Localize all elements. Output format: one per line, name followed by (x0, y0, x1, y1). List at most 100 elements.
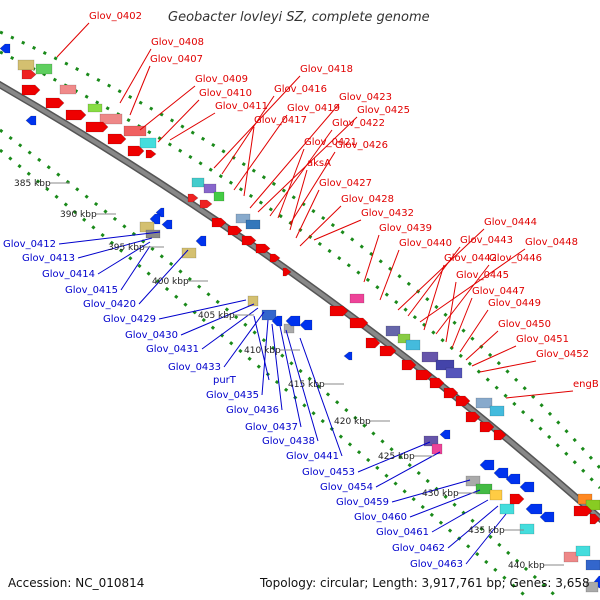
gene-label-forward[interactable]: Glov_0446 (489, 253, 542, 264)
gene-label-forward[interactable]: Glov_0451 (516, 334, 569, 345)
gene-label-forward[interactable]: Glov_0407 (150, 54, 203, 65)
gene-block-36 (181, 247, 197, 259)
gene-label-reverse[interactable]: Glov_0420 (83, 299, 136, 310)
gene-block-19 (213, 191, 225, 202)
gene-label-forward[interactable]: Glov_0421 (304, 137, 357, 148)
gene-arrow-50 (429, 377, 445, 389)
leader-forward-16 (295, 189, 320, 239)
gene-label-forward[interactable]: Glov_0410 (199, 88, 252, 99)
gene-label-reverse[interactable]: Glov_0438 (262, 436, 315, 447)
leader-forward-10 (249, 103, 340, 209)
gene-label-reverse[interactable]: Glov_0430 (125, 330, 178, 341)
leader-forward-14 (289, 151, 336, 225)
gene-label-forward[interactable]: Glov_0440 (399, 238, 452, 249)
gene-arrow-63 (479, 421, 495, 433)
gene-label-forward[interactable]: aksA (307, 158, 331, 169)
gene-arrow-67 (439, 429, 451, 440)
gene-label-reverse[interactable]: purT (213, 375, 237, 386)
leader-forward-31 (479, 360, 537, 373)
gene-label-forward[interactable]: Glov_0439 (379, 223, 432, 234)
gene-label-reverse[interactable]: Glov_0435 (206, 390, 259, 401)
gene-label-reverse[interactable]: Glov_0415 (65, 285, 118, 296)
gene-arrow-35 (195, 235, 207, 247)
gene-label-reverse[interactable]: Glov_0414 (42, 269, 95, 280)
gene-arrow-39 (349, 317, 369, 329)
gene-label-reverse[interactable]: Glov_0454 (320, 482, 373, 493)
leader-forward-28 (459, 309, 489, 353)
leader-forward-8 (233, 114, 288, 191)
leader-reverse-20 (447, 505, 499, 549)
gene-arrow-0 (0, 43, 11, 54)
gene-block-61 (489, 405, 505, 417)
gene-label-forward[interactable]: Glov_0427 (319, 178, 372, 189)
gene-label-forward[interactable]: Glov_0449 (488, 298, 541, 309)
gene-labels[interactable]: Glov_0402Glov_0408Glov_0407Glov_0409Glov… (3, 11, 599, 570)
gene-label-forward[interactable]: Glov_0432 (361, 208, 414, 219)
gene-arrow-49 (415, 369, 433, 381)
gene-label-reverse[interactable]: Glov_0441 (286, 451, 339, 462)
gene-label-reverse[interactable]: Glov_0453 (302, 467, 355, 478)
gene-label-forward[interactable]: Glov_0428 (341, 194, 394, 205)
leader-forward-29 (465, 330, 499, 361)
gene-label-reverse[interactable]: Glov_0463 (410, 559, 463, 570)
gene-label-forward[interactable]: Glov_0423 (339, 92, 392, 103)
gene-arrow-12 (85, 121, 109, 133)
gene-label-reverse[interactable]: Glov_0412 (3, 239, 56, 250)
leader-reverse-17 (391, 479, 471, 503)
gene-label-forward[interactable]: Glov_0447 (472, 286, 525, 297)
gene-label-forward[interactable]: Glov_0418 (300, 64, 353, 75)
gene-label-reverse[interactable]: Glov_0429 (103, 314, 156, 325)
gene-label-reverse[interactable]: Glov_0461 (376, 527, 429, 538)
leader-forward-15 (289, 169, 308, 231)
gene-label-forward[interactable]: Glov_0445 (456, 270, 509, 281)
gene-label-forward[interactable]: Glov_0419 (287, 103, 340, 114)
gene-block-17 (191, 177, 205, 188)
gene-arrow-29 (282, 267, 292, 277)
gene-arrow-10 (45, 97, 65, 109)
gene-label-forward[interactable]: Glov_0416 (274, 84, 327, 95)
gene-label-forward[interactable]: Glov_0417 (254, 115, 307, 126)
gene-arrow-3 (21, 69, 37, 80)
gene-label-forward[interactable]: Glov_0402 (89, 11, 142, 22)
kbp-tick-label: 440 kbp (508, 561, 545, 571)
gene-label-reverse[interactable]: Glov_0431 (146, 344, 199, 355)
gene-label-reverse[interactable]: Glov_0413 (22, 253, 75, 264)
gene-arrow-30 (155, 207, 165, 218)
gene-label-forward[interactable]: Glov_0444 (484, 217, 537, 228)
kbp-guide-3 (0, 148, 531, 600)
gene-arrow-11 (65, 109, 87, 121)
gene-label-forward[interactable]: Glov_0426 (335, 140, 388, 151)
gene-label-reverse[interactable]: Glov_0433 (168, 362, 221, 373)
gene-label-reverse[interactable]: Glov_0459 (336, 497, 389, 508)
gene-label-forward[interactable]: Glov_0422 (332, 118, 385, 129)
gene-block-84 (563, 551, 579, 563)
leader-forward-30 (471, 345, 517, 367)
gene-block-85 (575, 545, 591, 557)
gene-label-reverse[interactable]: Glov_0460 (354, 512, 407, 523)
gene-label-forward[interactable]: Glov_0411 (215, 101, 268, 112)
gene-label-forward[interactable]: Glov_0443 (460, 235, 513, 246)
gene-arrow-26 (241, 235, 257, 246)
gene-label-forward[interactable]: Glov_0408 (151, 37, 204, 48)
gene-label-forward[interactable]: Glov_0425 (357, 105, 410, 116)
gene-block-5 (87, 103, 103, 113)
leader-forward-2 (129, 65, 151, 116)
gene-label-forward[interactable]: Glov_0452 (536, 349, 589, 360)
gene-label-forward[interactable]: Glov_0442 (444, 253, 497, 264)
gene-block-2 (35, 63, 53, 75)
gene-block-37 (349, 293, 365, 304)
leader-forward-20 (379, 249, 400, 301)
gene-label-forward[interactable]: Glov_0448 (525, 237, 578, 248)
kbp-tick-label: 430 kbp (422, 489, 459, 499)
gene-label-reverse[interactable]: Glov_0462 (392, 543, 445, 554)
gene-label-reverse[interactable]: Glov_0436 (226, 405, 279, 416)
gene-label-reverse[interactable]: Glov_0437 (245, 422, 298, 433)
gene-label-forward[interactable]: Glov_0450 (498, 319, 551, 330)
gene-label-forward[interactable]: engB (573, 379, 599, 390)
kbp-tick-label: 410 kbp (244, 346, 281, 356)
gene-label-forward[interactable]: Glov_0409 (195, 74, 248, 85)
gene-arrow-69 (493, 467, 509, 479)
